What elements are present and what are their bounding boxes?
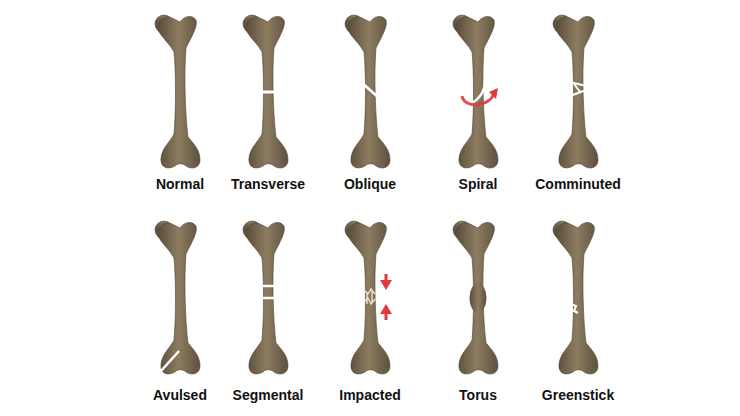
fracture-label: Normal — [156, 176, 204, 192]
transverse-bone — [243, 15, 288, 168]
fracture-label: Greenstick — [542, 387, 614, 403]
normal-bone — [155, 15, 200, 168]
avulsed-bone — [155, 221, 200, 374]
fracture-label: Impacted — [339, 387, 400, 403]
fracture-label: Spiral — [459, 176, 498, 192]
fracture-label: Avulsed — [153, 387, 207, 403]
torus-bone — [453, 221, 498, 374]
fracture-label: Transverse — [231, 176, 305, 192]
fracture-label: Segmental — [233, 387, 304, 403]
impacted-bone — [345, 221, 392, 374]
spiral-bone — [453, 15, 498, 168]
fracture-label: Torus — [459, 387, 497, 403]
greenstick-bone — [553, 221, 598, 374]
oblique-bone — [345, 15, 390, 168]
fracture-label: Oblique — [344, 176, 396, 192]
fracture-label: Comminuted — [535, 176, 621, 192]
comminuted-bone — [553, 15, 598, 168]
segmental-bone — [243, 221, 288, 374]
